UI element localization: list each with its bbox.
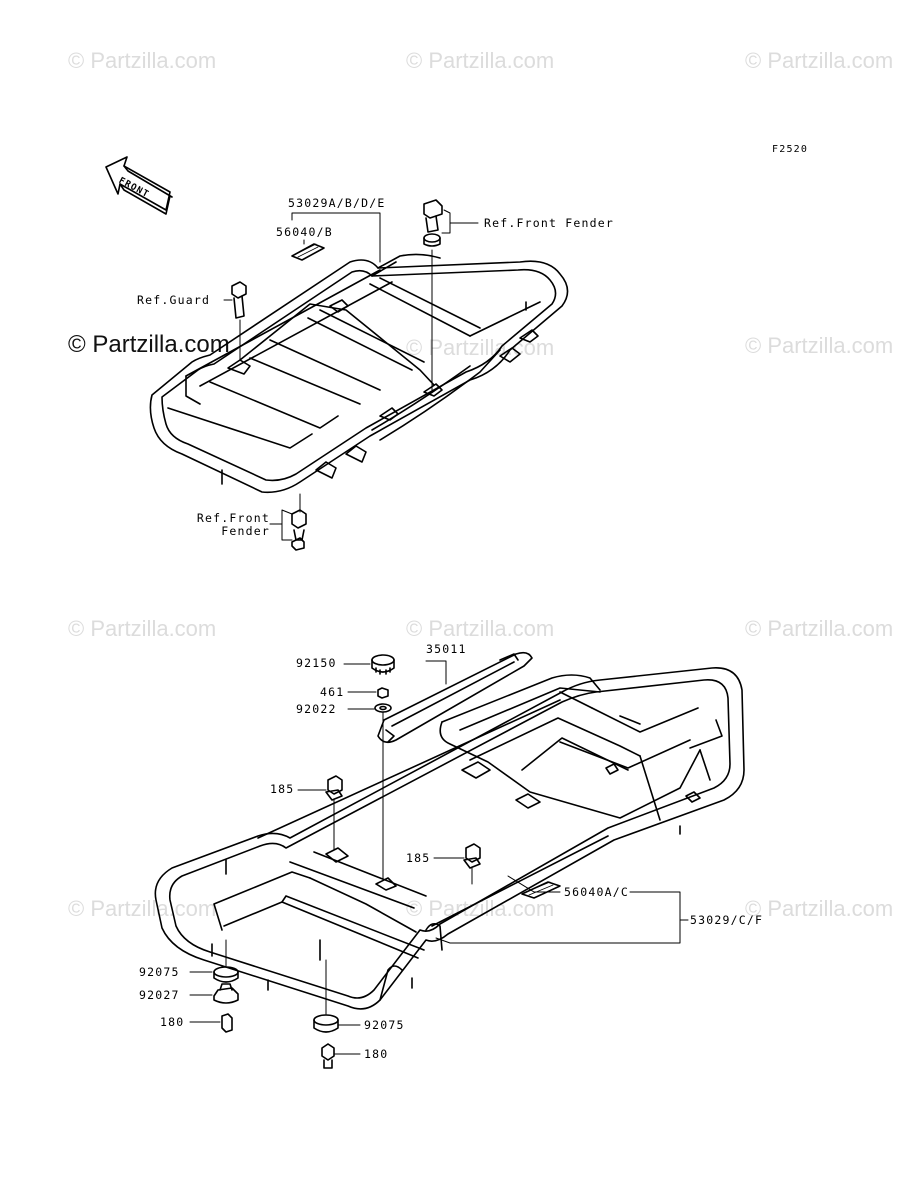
watermark-2: © Partzilla.com [406, 48, 555, 73]
watermark-1: © Partzilla.com [68, 48, 217, 73]
label-fender-bottom: Fender [221, 524, 270, 538]
watermark-12: © Partzilla.com [745, 896, 894, 921]
label-ref-front-fender-top: Ref.Front Fender [484, 216, 614, 230]
label-180-left: 180 [160, 1015, 185, 1029]
label-ref-front-bottom: Ref.Front [196, 511, 270, 525]
front-carrier-drawing [149, 199, 569, 551]
watermark-10: © Partzilla.com [68, 896, 217, 921]
watermark-5: © Partzilla.com [406, 335, 555, 360]
label-56040-top: 56040/B [276, 225, 333, 239]
label-461: 461 [320, 685, 345, 699]
label-92027: 92027 [139, 988, 180, 1002]
label-53029cf: 53029/C/F [690, 913, 764, 927]
label-92022: 92022 [296, 702, 337, 716]
figure-code: F2520 [772, 144, 809, 155]
watermark-3: © Partzilla.com [745, 48, 894, 73]
label-53029-top: 53029A/B/D/E [288, 196, 386, 210]
watermark-6: © Partzilla.com [745, 333, 894, 358]
label-56040ac: 56040A/C [564, 885, 629, 899]
rear-carrier-drawing [154, 651, 745, 1069]
label-185-right: 185 [406, 851, 431, 865]
watermark-logo: © Partzilla.com [68, 331, 230, 358]
label-92150: 92150 [296, 656, 337, 670]
front-arrow-icon [105, 156, 173, 215]
label-92075-right: 92075 [364, 1018, 405, 1032]
watermark-8: © Partzilla.com [406, 616, 555, 641]
label-ref-guard: Ref.Guard [137, 293, 211, 307]
label-185-left: 185 [270, 782, 295, 796]
label-92075-left: 92075 [139, 965, 180, 979]
label-180-right: 180 [364, 1047, 389, 1061]
label-35011: 35011 [426, 642, 467, 656]
watermark-9: © Partzilla.com [745, 616, 894, 641]
watermark-7: © Partzilla.com [68, 616, 217, 641]
